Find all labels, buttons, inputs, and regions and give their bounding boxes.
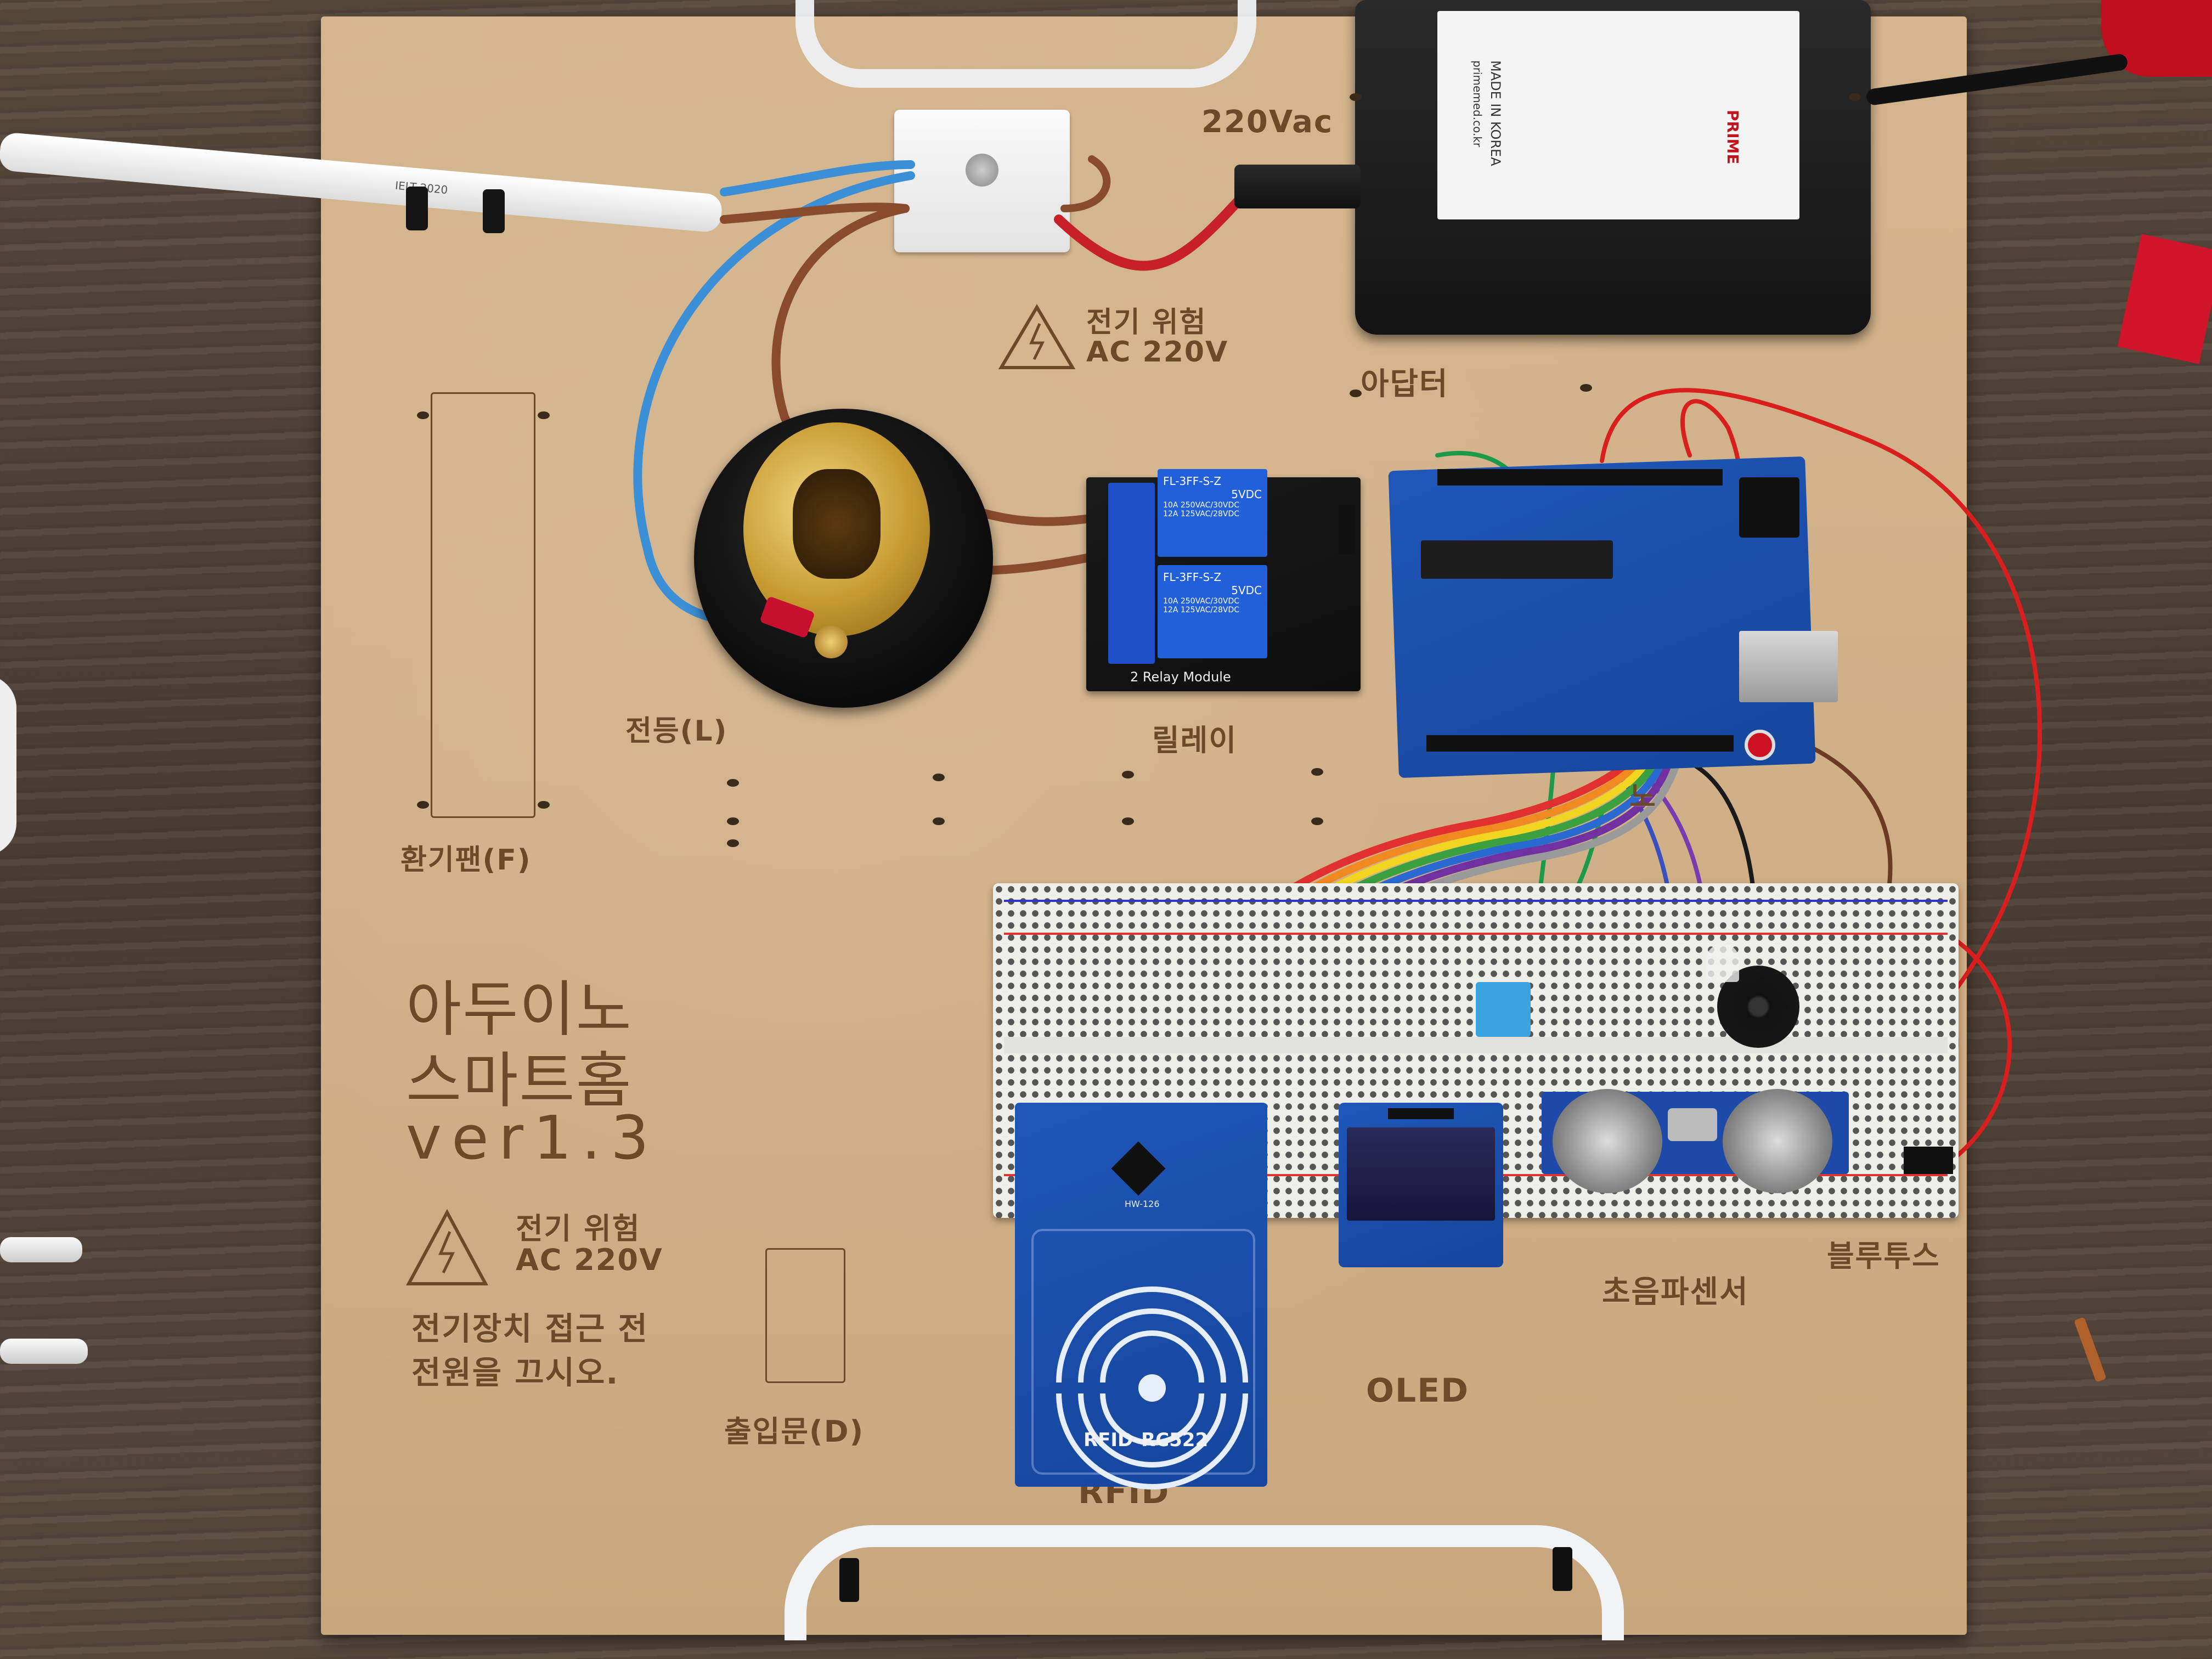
brown-wire-in xyxy=(720,202,910,224)
reset-button[interactable] xyxy=(1745,730,1775,760)
hole xyxy=(1311,817,1323,825)
relay-silkscreen: 2 Relay Module xyxy=(1130,669,1231,685)
led-rgb xyxy=(1706,944,1739,982)
cable-tie-left xyxy=(839,1558,859,1602)
plug-pin-1 xyxy=(0,1237,82,1262)
hole xyxy=(727,779,739,787)
dht-sensor xyxy=(1476,982,1531,1037)
hole xyxy=(538,801,550,809)
warning-top-line2: AC 220V xyxy=(1086,336,1229,369)
hole xyxy=(417,801,429,809)
label-relay: 릴레이 xyxy=(1152,723,1238,758)
hole xyxy=(1580,384,1592,392)
relay-2-rating-b: 12A 125VAC/28VDC xyxy=(1163,606,1240,614)
oled-screen xyxy=(1347,1127,1495,1221)
relay-1-rating-b: 12A 125VAC/28VDC xyxy=(1163,510,1240,518)
cable-tie-right xyxy=(1553,1547,1572,1591)
dc-jack xyxy=(1739,477,1799,538)
relay-1-rating-a: 10A 250VAC/30VDC xyxy=(1163,501,1240,510)
hole xyxy=(1350,390,1362,397)
relay-screw-terminals xyxy=(1108,483,1155,664)
blue-wire-lamp xyxy=(633,171,915,625)
warning-top-line1: 전기 위험 xyxy=(1086,306,1207,339)
atmega-chip xyxy=(1421,540,1613,579)
relay-1-vdc: 5VDC xyxy=(1231,488,1262,501)
breadboard-channel xyxy=(1004,1037,1948,1053)
brown-wire-terminal xyxy=(1060,155,1111,212)
hole xyxy=(538,411,550,419)
label-ultrasonic: 초음파센서 xyxy=(1602,1274,1749,1310)
label-door: 출입문(D) xyxy=(724,1414,865,1449)
cable-clip-1 xyxy=(406,187,428,230)
ultrasonic-transducer-right xyxy=(1723,1089,1832,1193)
lamp-socket-inner xyxy=(793,469,881,579)
adapter-label xyxy=(1437,11,1799,219)
notice-line1: 전기장치 접근 전 xyxy=(411,1310,648,1347)
warning-bottom-line2: AC 220V xyxy=(516,1243,663,1277)
notice-line2: 전원을 끄시오. xyxy=(411,1354,619,1391)
title-line1: 아두이노 xyxy=(406,974,633,1045)
hole xyxy=(1122,771,1134,778)
adapter-plug xyxy=(1234,165,1361,208)
oled-header xyxy=(1388,1108,1454,1119)
lamp-terminal-2 xyxy=(815,625,848,658)
relay-pin-header xyxy=(1339,505,1355,554)
label-adapter: 아답터 xyxy=(1361,366,1449,402)
hole xyxy=(417,411,429,419)
label-fan: 환기팬(F) xyxy=(400,844,532,877)
rfid-waves-icon xyxy=(1056,1286,1248,1489)
arduino-header-top xyxy=(1437,469,1723,486)
title-line2: 스마트홈 xyxy=(406,1046,633,1116)
ultrasonic-transducer-left xyxy=(1553,1089,1662,1193)
rfid-antenna xyxy=(1031,1229,1255,1475)
hole xyxy=(727,839,739,847)
label-arduino-partial: 노 xyxy=(1629,781,1657,814)
door-slot xyxy=(765,1248,845,1383)
arduino-header-bottom xyxy=(1426,735,1734,752)
label-220vac: 220Vac xyxy=(1201,104,1334,140)
rfid-hw-label: HW-126 xyxy=(1125,1199,1160,1209)
rfid-label: RFID-RC522 xyxy=(1084,1429,1209,1451)
warning-triangle-bottom-icon xyxy=(405,1209,489,1285)
relay-1: FL-3FF-S-Z 5VDC 10A 250VAC/30VDC 12A 125… xyxy=(1158,469,1267,557)
label-bluetooth: 블루투스 xyxy=(1827,1239,1940,1273)
blue-wire-in xyxy=(720,160,915,196)
hole xyxy=(1350,93,1362,101)
hole xyxy=(727,817,739,825)
label-oled: OLED xyxy=(1366,1372,1470,1410)
warning-bottom-line1: 전기 위험 xyxy=(516,1211,641,1246)
plug-pin-2 xyxy=(0,1339,88,1364)
hole xyxy=(1849,93,1861,101)
hole xyxy=(1122,817,1134,825)
relay-1-model: FL-3FF-S-Z xyxy=(1163,475,1222,488)
title-line3: ver1.3 xyxy=(406,1103,659,1173)
fan-slot xyxy=(431,392,535,818)
cable-clip-2 xyxy=(483,189,505,233)
label-lamp: 전등(L) xyxy=(625,715,728,748)
relay-2: FL-3FF-S-Z 5VDC 10A 250VAC/30VDC 12A 125… xyxy=(1158,565,1267,658)
ultrasonic-crystal xyxy=(1668,1108,1717,1141)
hole xyxy=(933,817,945,825)
breadboard-rail-blue-top xyxy=(1004,900,1948,902)
bluetooth-header xyxy=(1904,1147,1953,1174)
usb-b-port xyxy=(1739,631,1838,702)
terminal-screw xyxy=(966,154,998,187)
breadboard-rail-red-top xyxy=(1004,933,1948,935)
warning-triangle-top-icon xyxy=(998,304,1076,369)
left-white-object xyxy=(0,675,16,856)
hole xyxy=(933,774,945,781)
relay-2-rating-a: 10A 250VAC/30VDC xyxy=(1163,597,1240,606)
relay-2-model: FL-3FF-S-Z xyxy=(1163,571,1222,584)
hole xyxy=(1311,768,1323,776)
relay-2-vdc: 5VDC xyxy=(1231,584,1262,597)
